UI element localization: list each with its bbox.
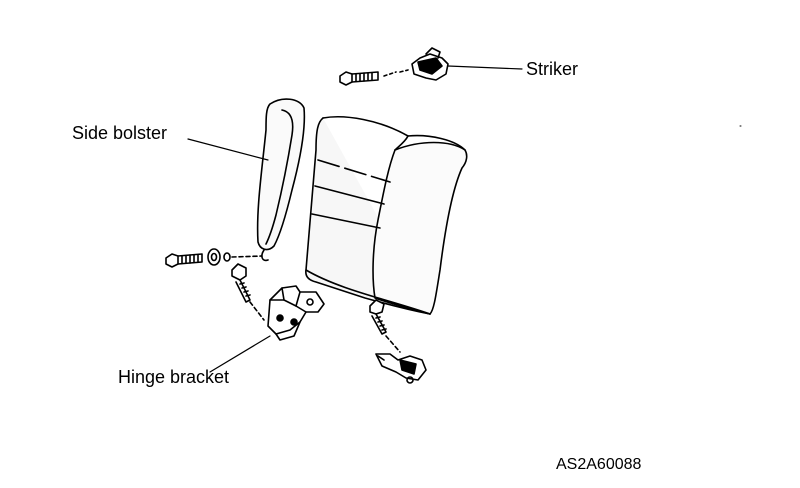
- hinge-bolt: [231, 263, 265, 321]
- seat-back-cushion: [305, 116, 468, 315]
- bolster-washer: [207, 248, 231, 266]
- striker-bolt: [339, 71, 379, 86]
- striker-part: [383, 47, 449, 81]
- bolster-bolt-leader: [231, 255, 263, 258]
- striker-label: Striker: [526, 59, 579, 79]
- striker-leader: [447, 65, 523, 70]
- hinge-bracket-label: Hinge bracket: [118, 367, 230, 387]
- side-bolster-part: [256, 98, 306, 262]
- side-bolster-label: Side bolster: [72, 123, 168, 143]
- figure-code: AS2A60088: [556, 456, 642, 473]
- latch-bolt: [369, 299, 401, 353]
- hinge-bracket-part: [267, 285, 325, 341]
- latch-part: [375, 353, 427, 384]
- side-bolster-leader: [187, 138, 269, 161]
- bolster-bolt: [165, 253, 203, 268]
- hinge-bracket-leader: [209, 335, 271, 373]
